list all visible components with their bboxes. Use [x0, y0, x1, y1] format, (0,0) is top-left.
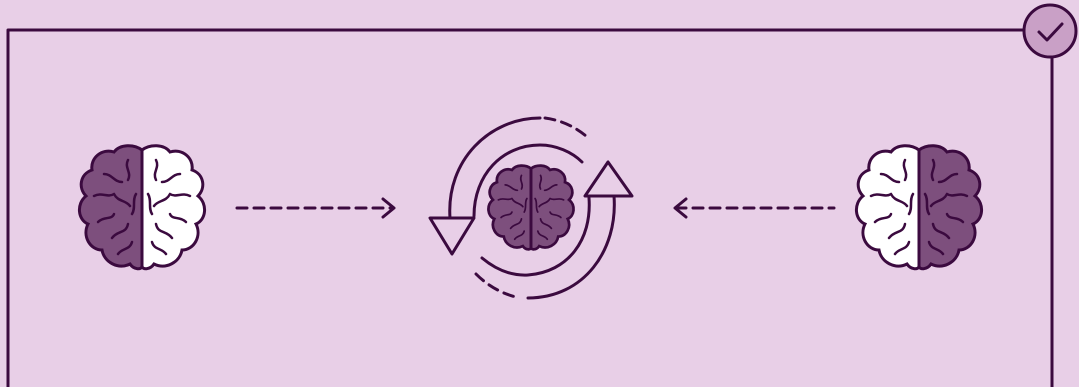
checkmark-badge	[1022, 3, 1078, 59]
left-brain-icon	[77, 144, 207, 271]
arrow-right-to-center	[673, 197, 836, 219]
arrow-left-to-center	[235, 197, 396, 219]
frame-border	[6, 28, 1054, 387]
cycle-arrows-icon	[428, 116, 634, 300]
center-brain-icon	[487, 164, 575, 251]
right-brain-icon	[854, 144, 984, 271]
checkmark-icon	[1037, 22, 1064, 42]
